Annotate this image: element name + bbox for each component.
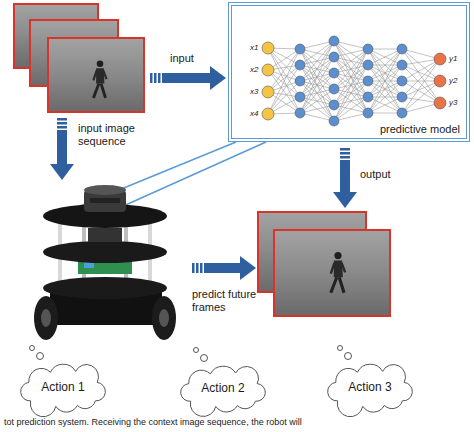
neuron-label: y2 xyxy=(449,76,457,86)
neuron-label: y3 xyxy=(449,98,457,108)
network-neuron xyxy=(397,92,407,102)
network-neuron xyxy=(262,42,274,54)
network-neuron xyxy=(295,44,305,54)
network-neuron xyxy=(295,108,305,118)
network-link xyxy=(334,49,368,89)
network-link xyxy=(368,65,402,113)
network-link xyxy=(334,81,368,121)
network-link xyxy=(402,81,440,113)
network-link xyxy=(368,49,402,97)
network-neuron xyxy=(363,108,373,118)
neuron-label: x2 xyxy=(250,65,258,75)
network-link xyxy=(334,49,368,121)
block-arrow xyxy=(333,148,357,208)
network-neuron xyxy=(329,100,339,110)
block-arrow xyxy=(192,256,256,280)
neuron-label: x4 xyxy=(250,109,258,119)
action-label: Action 1 xyxy=(41,380,84,394)
callout-line xyxy=(70,142,236,210)
block-arrow xyxy=(50,118,74,180)
network-neuron xyxy=(363,76,373,86)
model-label: predictive model xyxy=(380,123,460,136)
network-link xyxy=(334,41,368,113)
network-link xyxy=(368,97,402,113)
network-neuron xyxy=(363,60,373,70)
network-link xyxy=(368,49,402,65)
robot xyxy=(34,185,176,340)
action-label: Action 2 xyxy=(201,381,244,395)
network-link xyxy=(368,49,402,97)
network-neuron xyxy=(397,76,407,86)
network-neuron xyxy=(363,44,373,54)
network-neuron xyxy=(295,92,305,102)
network-neuron xyxy=(397,44,407,54)
network-neuron xyxy=(295,76,305,86)
network-link xyxy=(368,97,402,113)
network-neuron xyxy=(329,84,339,94)
network-neuron xyxy=(434,53,446,65)
network-neuron xyxy=(329,36,339,46)
action-label: Action 3 xyxy=(348,380,391,394)
arrow-label: input xyxy=(170,52,194,65)
thought-cloud: Action 3 xyxy=(325,364,415,410)
network-link xyxy=(334,41,368,81)
network-link xyxy=(300,81,334,121)
neuron-label: y1 xyxy=(449,54,457,64)
network-neuron xyxy=(434,97,446,109)
network-link xyxy=(300,89,334,113)
network-neuron xyxy=(397,60,407,70)
arrow-label: predict future frames xyxy=(192,288,272,314)
network-neuron xyxy=(295,60,305,70)
neuron-label: x3 xyxy=(250,87,258,97)
network-neuron xyxy=(363,92,373,102)
network-link xyxy=(300,41,334,81)
thought-cloud: Action 1 xyxy=(18,364,108,410)
network-link xyxy=(334,97,368,121)
callout-line xyxy=(110,142,266,212)
network-neuron xyxy=(262,108,274,120)
figure-caption: tot prediction system. Receiving the con… xyxy=(4,417,302,428)
network-link xyxy=(300,49,334,121)
network-neuron xyxy=(329,116,339,126)
arrow-label: input image sequence xyxy=(78,122,154,148)
network-neuron xyxy=(262,64,274,76)
network-neuron xyxy=(397,108,407,118)
output-frames xyxy=(258,212,390,316)
network-neuron xyxy=(329,52,339,62)
network-link xyxy=(368,65,402,113)
block-arrow xyxy=(150,66,226,90)
input-frames xyxy=(14,4,144,112)
thought-cloud: Action 2 xyxy=(178,366,268,410)
network-link xyxy=(300,73,334,113)
network-link xyxy=(300,41,334,113)
network-link xyxy=(368,49,402,65)
arrow-label: output xyxy=(360,168,391,181)
network-link xyxy=(402,81,440,103)
network-link xyxy=(402,59,440,97)
network-link xyxy=(300,97,334,121)
network-neuron xyxy=(262,86,274,98)
network-neuron xyxy=(329,68,339,78)
model-box: predictive model xyxy=(228,2,470,142)
neuron-label: x1 xyxy=(250,43,258,53)
thought-bubble xyxy=(30,346,352,362)
network-neuron xyxy=(434,75,446,87)
